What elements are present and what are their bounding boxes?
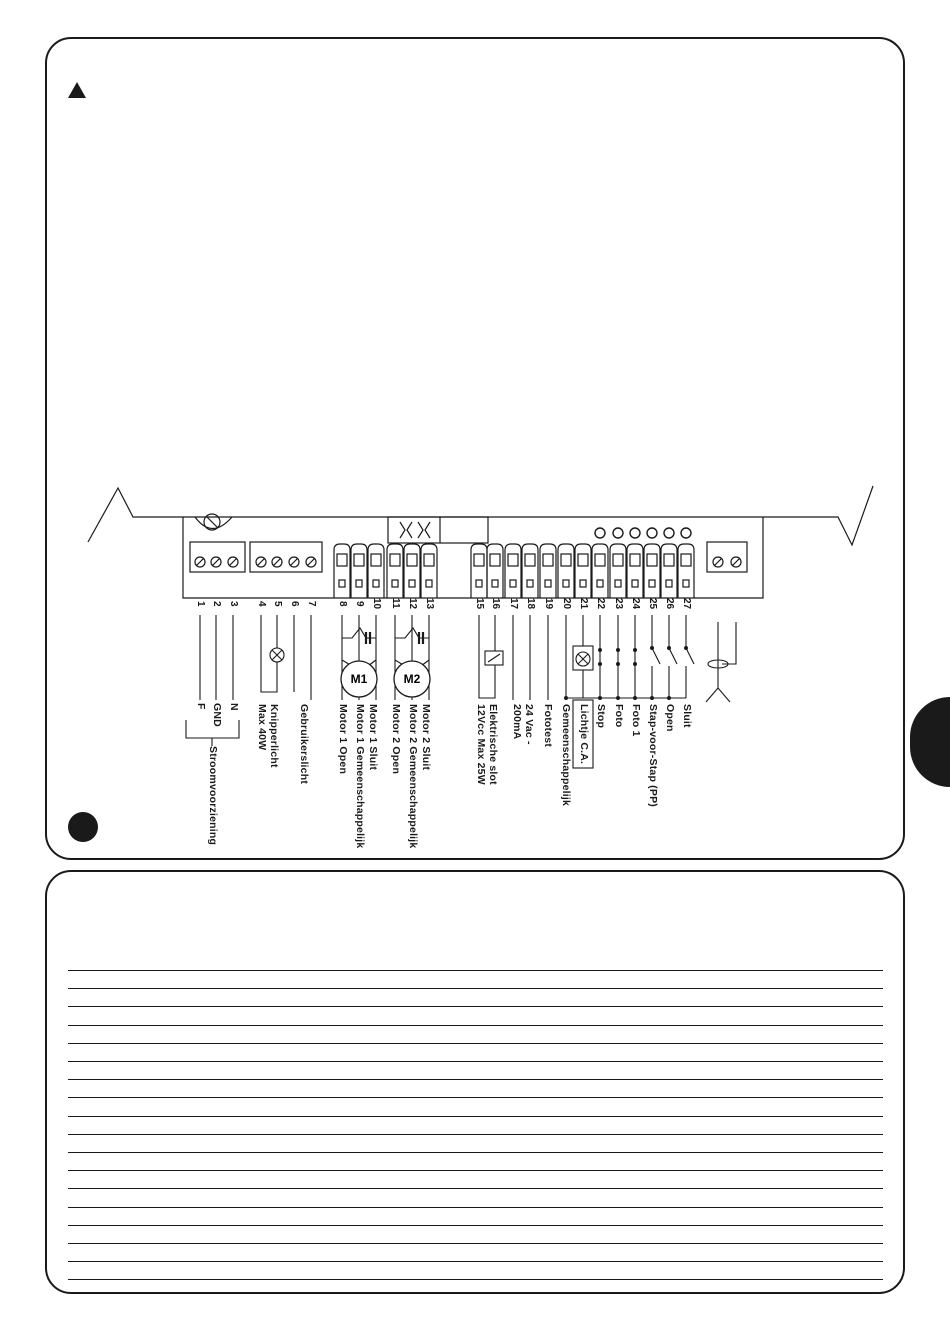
screw-terminal [227, 556, 239, 568]
capacitor-icon [364, 632, 425, 644]
ruled-line [68, 970, 883, 971]
spring-terminal [386, 543, 404, 598]
spring-terminal [486, 543, 504, 598]
spring-terminal [350, 543, 368, 598]
spring-terminal [660, 543, 678, 598]
led-indicator [646, 527, 658, 539]
ruled-line [68, 1206, 883, 1208]
ruled-line [68, 1133, 883, 1135]
motor-m1: M1 [340, 660, 378, 698]
ruled-line [68, 1261, 883, 1263]
ruled-line [68, 1024, 883, 1026]
led-indicator [594, 527, 606, 539]
page-marker-dot [68, 812, 98, 842]
spring-terminal [333, 543, 351, 598]
spring-terminal [574, 543, 592, 598]
screw-terminal [210, 556, 222, 568]
warning-triangle-icon [68, 82, 86, 98]
screw-terminal [288, 556, 300, 568]
ruled-line [68, 988, 883, 990]
antenna-icon [705, 687, 731, 703]
motor-m2-label: M2 [404, 672, 421, 686]
led-indicator [663, 527, 675, 539]
spring-terminal [521, 543, 539, 598]
ruled-line [68, 1115, 883, 1117]
motor-m1-label: M1 [351, 672, 368, 686]
lamp-icon [269, 647, 285, 663]
led-indicator [680, 527, 692, 539]
spring-terminal [557, 543, 575, 598]
spring-terminal [626, 543, 644, 598]
spring-terminal [504, 543, 522, 598]
spring-terminal [420, 543, 438, 598]
ruled-line [68, 1243, 883, 1244]
screw-terminal [730, 556, 742, 568]
led-indicator [612, 527, 624, 539]
ruled-line [68, 1224, 883, 1226]
screw-terminal [305, 556, 317, 568]
screw-terminal [271, 556, 283, 568]
spring-terminal [643, 543, 661, 598]
motor-m2: M2 [393, 660, 431, 698]
screw-terminal [194, 556, 206, 568]
spring-terminal [367, 543, 385, 598]
spring-terminal [609, 543, 627, 598]
electric-lock-icon [484, 650, 504, 666]
ruled-line [68, 1006, 883, 1008]
spring-terminal [539, 543, 557, 598]
ruled-line [68, 1079, 883, 1081]
spring-terminal [677, 543, 695, 598]
ruled-line [68, 1152, 883, 1153]
spring-terminal [403, 543, 421, 598]
ruled-line [68, 1279, 883, 1281]
screw-terminal [712, 556, 724, 568]
ruled-line [68, 1097, 883, 1099]
diagram-panel [45, 37, 905, 860]
screw-terminal [255, 556, 267, 568]
spring-terminal [470, 543, 488, 598]
led-indicator [629, 527, 641, 539]
lamp-icon [572, 645, 594, 671]
ruled-line [68, 1042, 883, 1044]
ruled-line [68, 1061, 883, 1062]
notes-panel [45, 870, 905, 1294]
ruled-line [68, 1188, 883, 1190]
ruled-line [68, 1170, 883, 1172]
spring-terminal [591, 543, 609, 598]
